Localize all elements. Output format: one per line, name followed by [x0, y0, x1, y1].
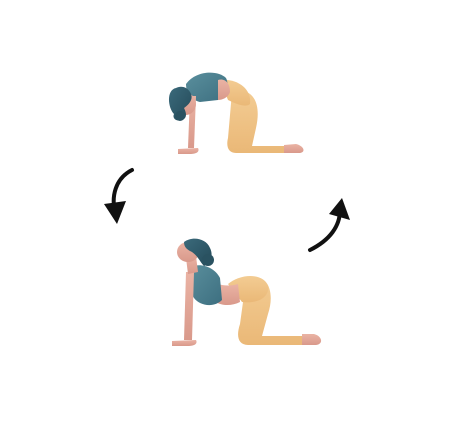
cat-hair [169, 86, 192, 121]
cat-waist [218, 79, 230, 100]
curved-arrow-up-icon [308, 198, 350, 252]
cat-foot [284, 144, 304, 153]
cat-pose-figure [169, 72, 304, 154]
cow-hand [172, 340, 197, 346]
cow-torso [187, 265, 222, 306]
curved-arrow-down-icon [104, 168, 134, 224]
cow-pose-figure [172, 238, 322, 346]
cow-hair-bun [202, 254, 214, 266]
cat-hand [178, 148, 199, 154]
cat-hair-bun [175, 111, 185, 121]
cow-arm [184, 272, 194, 340]
cat-torso [186, 72, 228, 102]
cow-foot [302, 334, 322, 345]
cat-back-leg [227, 90, 302, 153]
cow-waist [216, 284, 240, 305]
